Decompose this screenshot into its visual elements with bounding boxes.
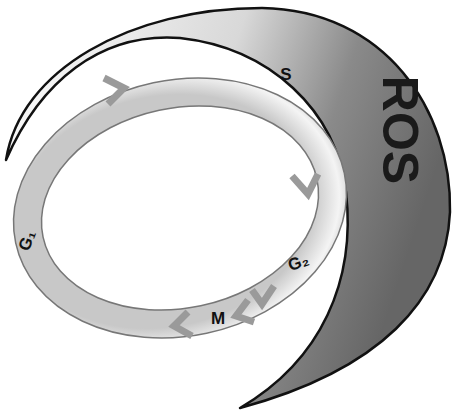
phase-chevron bbox=[174, 312, 192, 336]
phase-chevron bbox=[236, 300, 254, 322]
phase-chevron bbox=[292, 174, 318, 194]
phase-label: S bbox=[280, 66, 291, 83]
phase-chevron bbox=[252, 286, 274, 304]
ros-swoosh bbox=[6, 8, 450, 408]
cycle-ring bbox=[0, 48, 371, 368]
phase-chevron bbox=[104, 78, 124, 104]
phase-label: M bbox=[211, 310, 225, 327]
ros-label: ROS bbox=[375, 76, 425, 184]
